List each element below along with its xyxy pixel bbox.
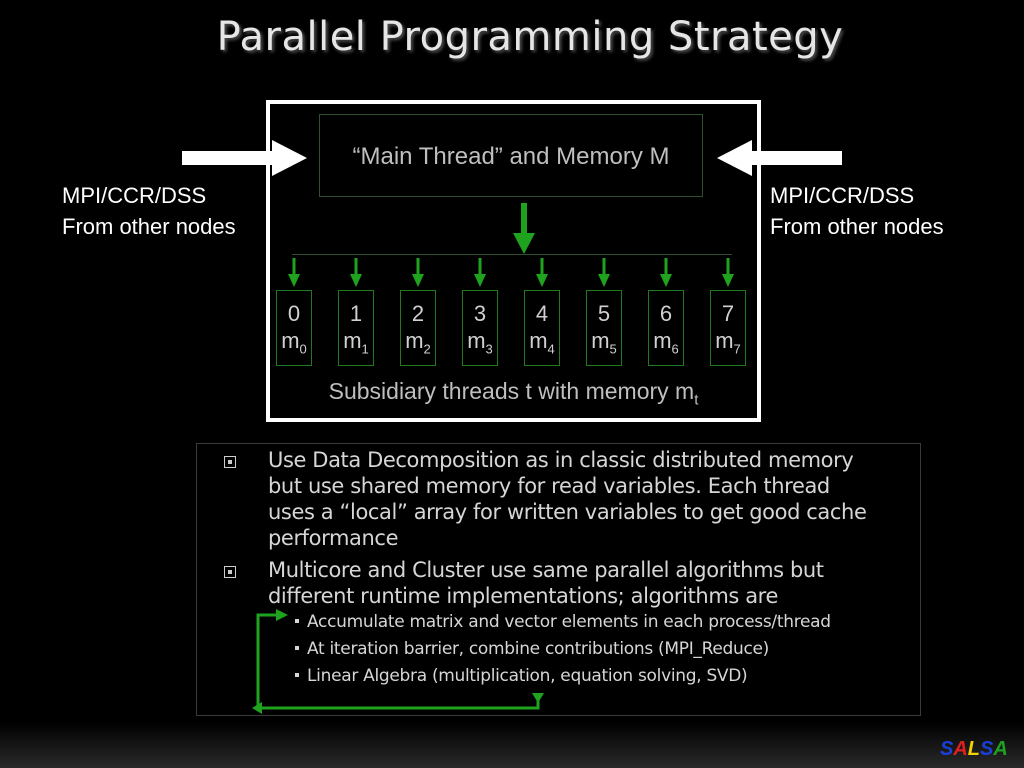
- thread-memory-base: m: [467, 328, 486, 353]
- subsidiary-threads-caption: Subsidiary threads t with memory mt: [266, 378, 761, 409]
- thread-memory: m7: [711, 327, 745, 363]
- text-content-box: [196, 443, 921, 716]
- thread-memory: m4: [525, 327, 559, 363]
- thread-index: 6: [659, 301, 673, 326]
- thread-memory: m3: [463, 327, 497, 363]
- thread-memory: m0: [277, 327, 311, 363]
- salsa-logo-letter: L: [967, 738, 981, 760]
- right-mpi-label-line1: MPI/CCR/DSS: [770, 183, 915, 208]
- thread-memory: m1: [339, 327, 373, 363]
- bullet-line: uses a “local” array for written variabl…: [268, 500, 867, 524]
- sub-bullet-item: Linear Algebra (multiplication, equation…: [307, 666, 748, 686]
- bullet-line: different runtime implementations; algor…: [268, 584, 778, 608]
- thread-memory-base: m: [653, 328, 672, 353]
- left-mpi-label-line2: From other nodes: [62, 214, 236, 239]
- caption-text: Subsidiary threads t with memory m: [328, 378, 695, 404]
- thread-index: 3: [473, 301, 487, 326]
- thread-memory-subscript: 0: [299, 341, 307, 357]
- caption-subscript: t: [694, 391, 699, 409]
- thread-memory-base: m: [343, 328, 362, 353]
- left-mpi-label-line1: MPI/CCR/DSS: [62, 183, 207, 208]
- footer-band: [0, 722, 1024, 768]
- sub-bullet-marker-icon: [295, 673, 299, 677]
- bullet-line: Multicore and Cluster use same parallel …: [268, 558, 824, 582]
- thread-memory-subscript: 2: [423, 341, 431, 357]
- main-thread-box: “Main Thread” and Memory M: [319, 114, 703, 197]
- thread-memory-base: m: [405, 328, 424, 353]
- salsa-logo: SALSA: [940, 738, 1008, 761]
- sub-bullet-item: Accumulate matrix and vector elements in…: [307, 612, 831, 632]
- thread-memory-subscript: 5: [609, 341, 617, 357]
- sub-bullet-marker-icon: [295, 646, 299, 650]
- thread-index: 0: [287, 301, 301, 326]
- thread-memory-subscript: 1: [361, 341, 369, 357]
- thread-memory-base: m: [591, 328, 610, 353]
- thread-memory-subscript: 4: [547, 341, 555, 357]
- thread-memory: m5: [587, 327, 621, 363]
- thread-index: 1: [349, 301, 363, 326]
- salsa-logo-letter: S: [940, 738, 954, 760]
- thread-index: 4: [535, 301, 549, 326]
- right-mpi-label-line2: From other nodes: [770, 214, 944, 239]
- thread-index: 2: [411, 301, 425, 326]
- diagram-frame: [266, 100, 761, 422]
- thread-memory-base: m: [529, 328, 548, 353]
- bullet-item: Use Data Decomposition as in classic dis…: [268, 447, 867, 551]
- thread-index: 5: [597, 301, 611, 326]
- thread-memory-subscript: 3: [485, 341, 493, 357]
- bullet-marker-icon: [224, 456, 236, 468]
- sub-bullet-marker-icon: [295, 619, 299, 623]
- right-mpi-label: MPI/CCR/DSS From other nodes: [770, 180, 944, 242]
- salsa-logo-letter: A: [993, 738, 1008, 760]
- bullet-line: performance: [268, 526, 399, 550]
- bullet-line: Use Data Decomposition as in classic dis…: [268, 448, 854, 472]
- thread-memory-subscript: 7: [733, 341, 741, 357]
- sub-bullet-item: At iteration barrier, combine contributi…: [307, 639, 770, 659]
- bullet-item: Multicore and Cluster use same parallel …: [268, 557, 824, 609]
- salsa-logo-letter: S: [980, 738, 994, 760]
- thread-memory-subscript: 6: [671, 341, 679, 357]
- thread-memory: m2: [401, 327, 435, 363]
- slide-title: Parallel Programming Strategy: [216, 14, 844, 60]
- thread-memory-base: m: [281, 328, 300, 353]
- bullet-marker-icon: [224, 566, 236, 578]
- thread-index: 7: [721, 301, 735, 326]
- left-mpi-label: MPI/CCR/DSS From other nodes: [62, 180, 236, 242]
- thread-memory-base: m: [715, 328, 734, 353]
- thread-bus-line: [292, 254, 732, 255]
- salsa-logo-letter: A: [953, 738, 968, 760]
- thread-memory: m6: [649, 327, 683, 363]
- bullet-line: but use shared memory for read variables…: [268, 474, 830, 498]
